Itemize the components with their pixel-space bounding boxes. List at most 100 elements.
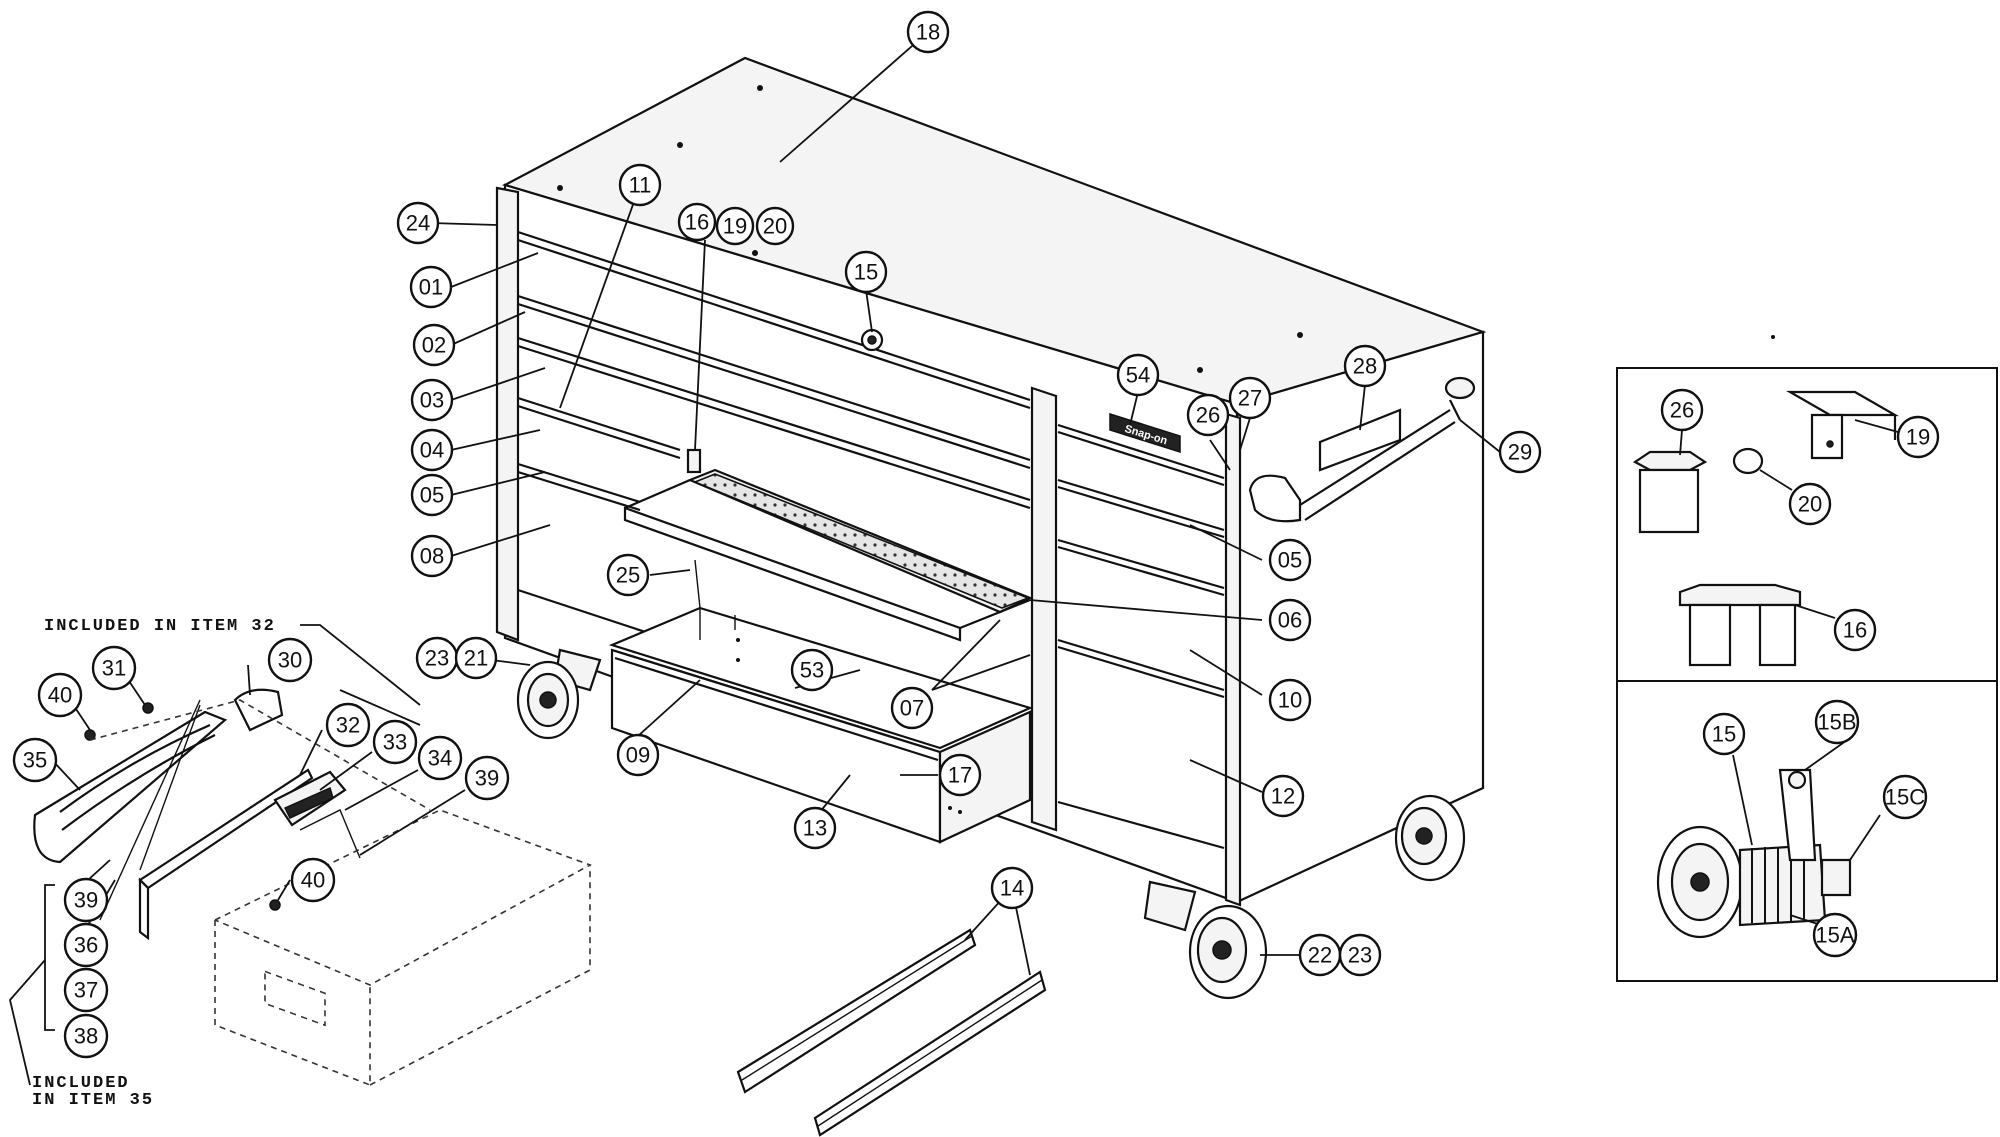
note-included-item-35-line1: INCLUDED	[32, 1074, 130, 1093]
svg-text:27: 27	[1238, 386, 1262, 411]
svg-text:38: 38	[74, 1024, 98, 1049]
right-corner-post	[1224, 412, 1242, 907]
callout-inset-15a: 15A	[1812, 912, 1858, 958]
caster-right-front	[1143, 880, 1268, 1000]
callout-inset-16: 16	[1833, 608, 1877, 652]
callout-23-right: 23	[1338, 933, 1382, 977]
caster-left-front	[516, 648, 602, 740]
callout-22: 22	[1298, 933, 1342, 977]
callout-inset-19: 19	[1896, 415, 1940, 459]
svg-text:20: 20	[1798, 492, 1822, 517]
svg-text:21: 21	[464, 646, 488, 671]
callout-11: 11	[618, 163, 662, 207]
callout-inset-20: 20	[1788, 482, 1832, 526]
svg-text:05: 05	[1278, 548, 1302, 573]
callout-40-bottom: 40	[290, 857, 336, 903]
svg-text:15C: 15C	[1885, 785, 1925, 810]
svg-text:14: 14	[1000, 876, 1024, 901]
svg-text:13: 13	[803, 816, 827, 841]
callout-25: 25	[606, 553, 650, 597]
callout-17: 17	[938, 753, 982, 797]
svg-text:39: 39	[475, 766, 499, 791]
callout-26: 26	[1186, 393, 1230, 437]
svg-text:15: 15	[854, 260, 878, 285]
left-corner-post	[495, 186, 520, 642]
callout-21: 21	[454, 636, 498, 680]
svg-text:17: 17	[948, 763, 972, 788]
callout-24: 24	[396, 201, 440, 245]
side-handle	[1248, 376, 1476, 523]
svg-text:29: 29	[1508, 440, 1532, 465]
tool-cabinet: Snap-on	[495, 56, 1487, 1000]
drawer-slides	[736, 928, 1047, 1137]
svg-text:19: 19	[723, 214, 747, 239]
svg-text:16: 16	[685, 210, 709, 235]
callout-32: 32	[325, 702, 371, 748]
svg-text:23: 23	[1348, 943, 1372, 968]
open-tray-drawer	[623, 448, 1033, 642]
svg-text:33: 33	[383, 730, 407, 755]
callout-38: 38	[63, 1013, 109, 1059]
callout-35: 35	[12, 737, 58, 783]
svg-text:36: 36	[74, 933, 98, 958]
callout-09: 09	[616, 733, 660, 777]
svg-text:23: 23	[425, 646, 449, 671]
svg-text:15A: 15A	[1815, 923, 1854, 948]
svg-text:11: 11	[629, 173, 652, 198]
svg-text:02: 02	[422, 333, 446, 358]
svg-text:26: 26	[1670, 398, 1694, 423]
svg-text:24: 24	[406, 211, 430, 236]
callout-40-top: 40	[37, 672, 83, 718]
screw-40b	[269, 899, 281, 911]
callout-inset-26: 26	[1660, 388, 1704, 432]
svg-text:28: 28	[1353, 354, 1377, 379]
callout-37: 37	[63, 967, 109, 1013]
inset-plug-26	[1632, 450, 1708, 534]
svg-text:01: 01	[419, 275, 443, 300]
center-post	[1030, 386, 1058, 832]
svg-text:32: 32	[336, 713, 360, 738]
svg-text:30: 30	[278, 648, 302, 673]
svg-text:22: 22	[1308, 943, 1332, 968]
svg-text:34: 34	[428, 746, 452, 771]
callout-53: 53	[790, 648, 834, 692]
svg-text:31: 31	[102, 656, 126, 681]
side-label-plate	[1318, 408, 1402, 472]
callout-31: 31	[91, 645, 137, 691]
callout-18: 18	[906, 10, 950, 54]
callout-14: 14	[990, 866, 1034, 910]
svg-text:18: 18	[916, 20, 940, 45]
leader-lines	[9, 31, 1899, 1086]
callout-19: 19	[715, 206, 755, 246]
callout-29: 29	[1498, 430, 1542, 474]
callout-39-bottom: 39	[63, 877, 109, 923]
callout-23-left: 23	[415, 636, 459, 680]
svg-text:12: 12	[1271, 784, 1295, 809]
callout-08: 08	[410, 534, 454, 578]
callout-33: 33	[372, 719, 418, 765]
callout-inset-15b: 15B	[1814, 699, 1860, 745]
inset-clip-19	[1785, 390, 1900, 460]
svg-text:08: 08	[420, 544, 444, 569]
note-included-item-32: INCLUDED IN ITEM 32	[44, 617, 276, 636]
callout-12: 12	[1261, 774, 1305, 818]
svg-text:16: 16	[1843, 618, 1867, 643]
callout-16: 16	[677, 202, 717, 242]
svg-text:40: 40	[301, 868, 325, 893]
left-drawer-bank	[517, 230, 1031, 652]
inset-panel-parts	[1616, 367, 1998, 982]
callout-06: 06	[1268, 598, 1312, 642]
inset-washer-20	[1732, 447, 1764, 475]
svg-text:54: 54	[1126, 363, 1150, 388]
svg-text:19: 19	[1906, 425, 1930, 450]
svg-text:06: 06	[1278, 608, 1302, 633]
svg-text:15: 15	[1712, 722, 1736, 747]
screw-31	[142, 702, 154, 714]
callout-04: 04	[410, 428, 454, 472]
callout-30: 30	[267, 637, 313, 683]
svg-text:20: 20	[763, 214, 787, 239]
svg-text:37: 37	[74, 978, 98, 1003]
callout-05-right: 05	[1268, 538, 1312, 582]
caster-right-rear	[1394, 794, 1466, 882]
svg-text:25: 25	[616, 563, 640, 588]
